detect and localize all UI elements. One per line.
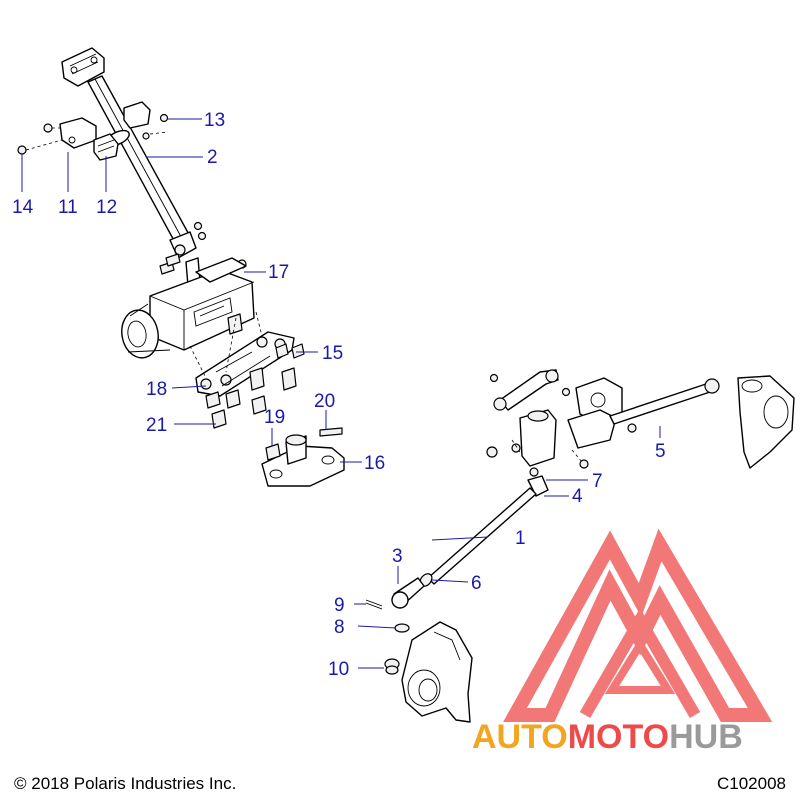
callout-3: 3 <box>392 546 403 567</box>
steering-column <box>61 47 197 259</box>
callout-9: 9 <box>334 595 345 616</box>
callout-8: 8 <box>334 617 345 638</box>
column-clamp-parts <box>17 101 169 161</box>
watermark-moto: MOTO <box>568 718 669 756</box>
callout-17: 17 <box>268 262 289 283</box>
callout-19: 19 <box>264 407 285 428</box>
callout-4: 4 <box>572 486 583 507</box>
callout-18: 18 <box>146 379 167 400</box>
steering-knuckle-left <box>401 621 473 723</box>
pitman-bracket <box>261 427 345 487</box>
callout-15: 15 <box>322 343 343 364</box>
diagram-code: C102008 <box>716 774 786 793</box>
watermark-auto: AUTO <box>472 718 568 756</box>
steering-linkage-right <box>486 369 795 469</box>
callout-13: 13 <box>204 110 225 131</box>
callout-6: 6 <box>471 573 482 594</box>
callout-14: 14 <box>12 197 34 218</box>
tie-rod-assembly <box>365 467 549 675</box>
callout-11: 11 <box>58 197 78 218</box>
leader-lines <box>21 118 661 669</box>
steering-gearbox <box>121 257 255 359</box>
svg-text:AUTOMOTOHUB: AUTOMOTOHUB <box>472 718 743 756</box>
automotohub-logo <box>503 528 773 722</box>
automotohub-watermark: AUTOMOTOHUB <box>472 718 743 756</box>
callout-10: 10 <box>328 659 349 680</box>
mounting-bolts <box>205 343 305 429</box>
callout-16: 16 <box>364 453 385 474</box>
callout-21: 21 <box>146 415 167 436</box>
watermark-hub: HUB <box>669 718 743 756</box>
callout-7: 7 <box>592 471 603 492</box>
callout-labels: 1 2 3 4 5 6 7 8 9 10 11 12 13 14 15 16 1… <box>12 110 666 680</box>
callout-20: 20 <box>314 391 335 412</box>
callout-5: 5 <box>655 441 666 462</box>
callout-12: 12 <box>96 197 117 218</box>
callout-1: 1 <box>515 528 526 549</box>
callout-2: 2 <box>207 147 218 168</box>
column-bolts <box>159 221 247 275</box>
copyright-notice: © 2018 Polaris Industries Inc. <box>14 774 237 793</box>
